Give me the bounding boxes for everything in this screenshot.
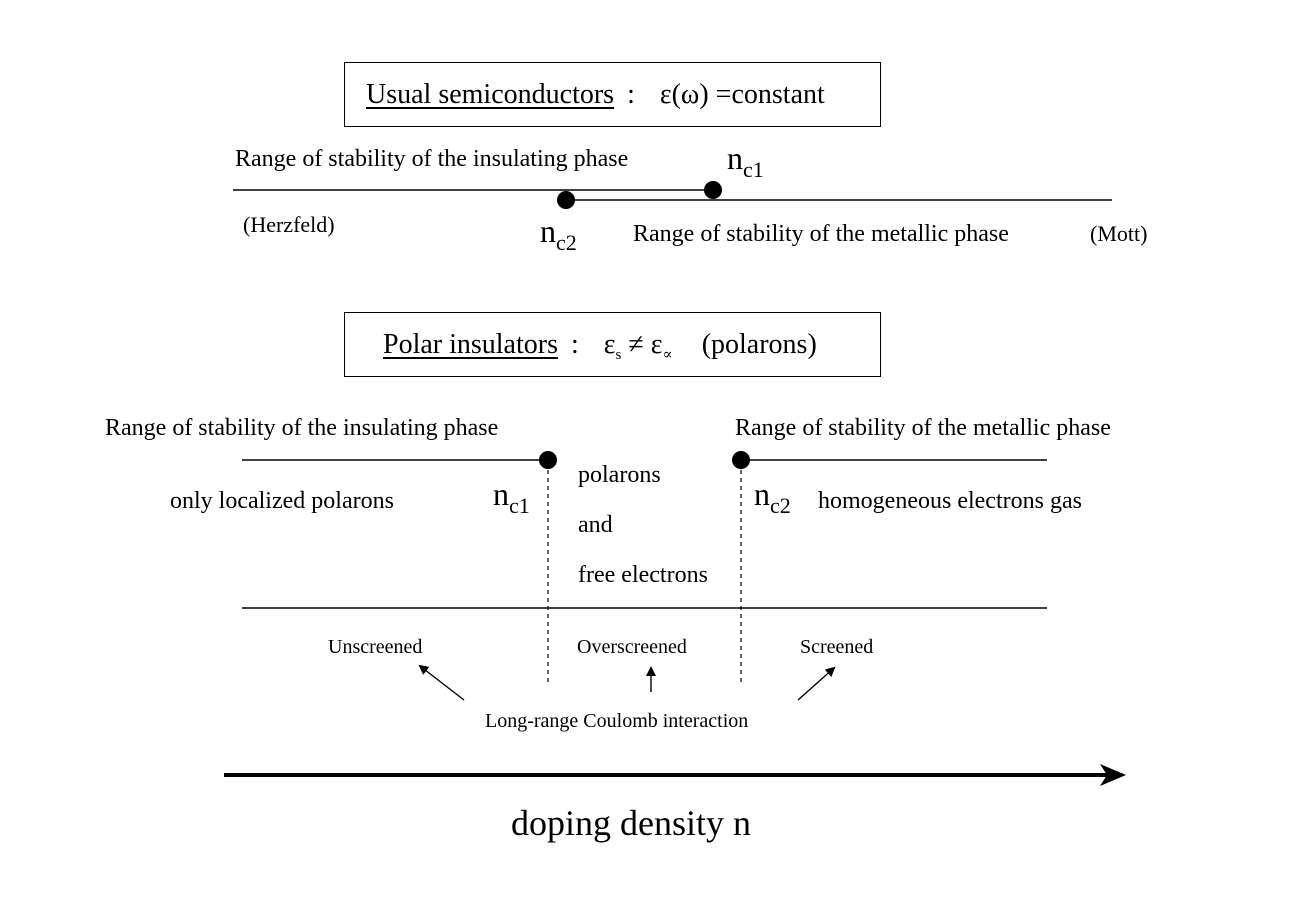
bottom-nc2-label: nc2 <box>754 476 791 518</box>
screened-label: Screened <box>800 636 874 658</box>
top-nc2-dot <box>557 191 575 209</box>
usual-semiconductors-formula: ε(ω) =constant <box>659 79 825 110</box>
bottom-insulating-label: Range of stability of the insulating pha… <box>105 415 499 441</box>
homogeneous-gas-label: homogeneous electrons gas <box>818 488 1082 514</box>
doping-density-label: doping density n <box>511 803 751 843</box>
top-nc2-label: nc2 <box>540 213 577 255</box>
bottom-nc2-dot <box>732 451 750 469</box>
arrow-screened <box>797 666 836 701</box>
polar-insulators-formula: εs ≠ ε∝ <box>603 329 673 363</box>
arrow-unscreened <box>418 664 465 701</box>
top-nc1-dot <box>704 181 722 199</box>
top-nc1-label: nc1 <box>727 140 764 182</box>
usual-semiconductors-heading: Usual semiconductors : ε(ω) =constant <box>366 81 825 109</box>
bottom-nc1-label: nc1 <box>493 476 530 518</box>
coulomb-interaction-label: Long-range Coulomb interaction <box>485 710 749 732</box>
middle-and-label: and <box>578 512 613 538</box>
polarons-paren: (polarons) <box>701 329 817 360</box>
polar-insulators-heading: Polar insulators : εs ≠ ε∝ (polarons) <box>383 329 817 363</box>
middle-polarons-label: polarons <box>578 462 661 488</box>
polar-insulators-colon: : <box>571 329 579 360</box>
localized-polarons-label: only localized polarons <box>170 488 394 514</box>
top-insulating-label: Range of stability of the insulating pha… <box>235 146 629 172</box>
polar-insulators-box <box>344 312 881 377</box>
usual-semiconductors-title: Usual semiconductors <box>366 79 615 110</box>
usual-semiconductors-colon: : <box>627 79 635 110</box>
middle-free-electrons-label: free electrons <box>578 562 708 588</box>
polar-insulators-title: Polar insulators <box>383 329 558 360</box>
bottom-metallic-label: Range of stability of the metallic phase <box>735 415 1111 441</box>
overscreened-label: Overscreened <box>577 636 687 658</box>
top-metallic-label: Range of stability of the metallic phase <box>633 221 1009 247</box>
bottom-nc1-dot <box>539 451 557 469</box>
usual-semiconductors-box <box>344 62 881 127</box>
mott-label: (Mott) <box>1090 221 1148 246</box>
unscreened-label: Unscreened <box>328 636 423 658</box>
herzfeld-label: (Herzfeld) <box>243 212 335 237</box>
